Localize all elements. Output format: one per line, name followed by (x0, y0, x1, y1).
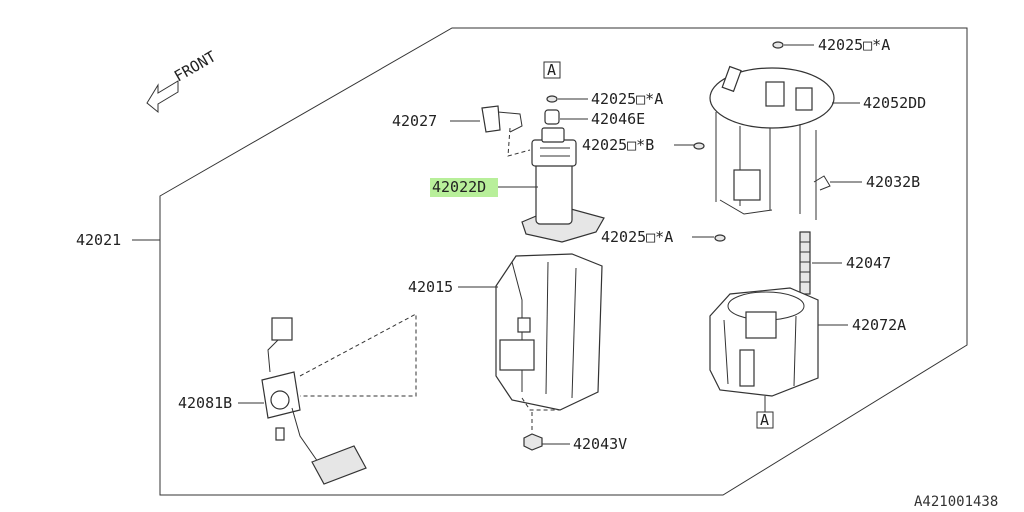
front-label: FRONT (171, 47, 219, 85)
part-label-42025-a-top[interactable]: 42025□*A (591, 90, 663, 108)
part-label-42046e[interactable]: 42046E (591, 110, 645, 128)
cap-drawing (544, 109, 560, 125)
front-arrow-icon (146, 80, 179, 114)
part-label-42047[interactable]: 42047 (846, 254, 891, 272)
part-label-42015[interactable]: 42015 (408, 278, 453, 296)
section-marker-label-2: A (760, 411, 769, 429)
washer-drawing (546, 95, 558, 103)
washer-b-drawing (693, 142, 705, 150)
part-label-42081b[interactable]: 42081B (178, 394, 232, 412)
clip-b-drawing (813, 175, 831, 191)
part-label-42027[interactable]: 42027 (392, 112, 437, 130)
flange-drawing (709, 65, 835, 220)
pump-bracket-drawing (495, 253, 603, 411)
sender-dash-outline (299, 313, 417, 397)
section-marker-box (543, 61, 561, 79)
part-label-42021[interactable]: 42021 (76, 231, 121, 249)
highlight-box (430, 178, 498, 197)
reservoir-drawing (709, 287, 819, 397)
part-label-42072a[interactable]: 42072A (852, 316, 906, 334)
bolt-drawing (523, 412, 543, 451)
part-label-42043v[interactable]: 42043V (573, 435, 627, 453)
assembly-frame (159, 27, 968, 496)
part-label-42022d[interactable]: 42022D (432, 178, 486, 196)
part-label-42025-a-right[interactable]: 42025□*A (818, 36, 890, 54)
leader-lines (132, 44, 862, 445)
part-label-42025-a-mid[interactable]: 42025□*A (601, 228, 673, 246)
level-sender-drawing (261, 317, 367, 485)
fuel-pump-drawing (521, 127, 605, 243)
washer-top-drawing (772, 41, 784, 49)
image-code: A421001438 (914, 494, 998, 510)
part-label-42032b[interactable]: 42032B (866, 173, 920, 191)
part-label-42052dd[interactable]: 42052DD (863, 94, 926, 112)
spring-drawing (799, 231, 811, 295)
part-label-42025-b[interactable]: 42025□*B (582, 136, 654, 154)
clip-drawing (481, 105, 531, 157)
washer-a-drawing (714, 234, 726, 242)
section-marker-label: A (547, 61, 556, 79)
